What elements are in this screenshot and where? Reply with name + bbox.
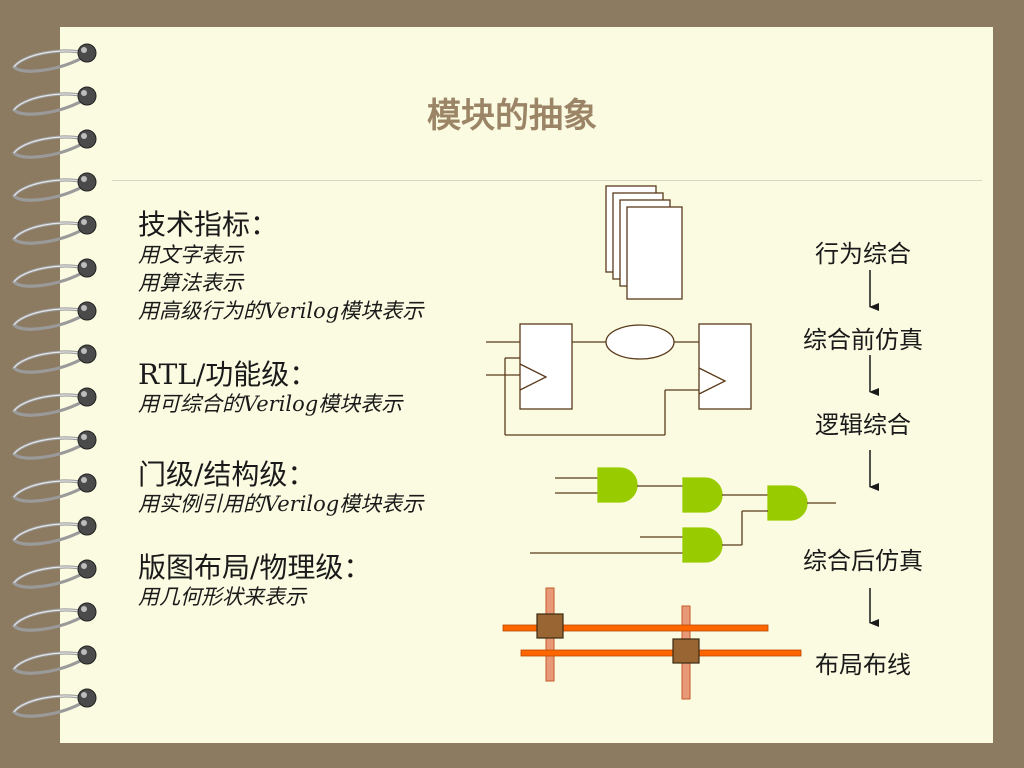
spiral-ring — [11, 559, 97, 589]
metal-line-1 — [502, 624, 769, 632]
flow-step-post-synthesis-sim: 综合后仿真 — [803, 547, 923, 575]
spiral-ring — [11, 430, 97, 460]
title-divider — [112, 180, 982, 181]
via-contact-1 — [536, 613, 564, 639]
spiral-ring — [11, 215, 97, 245]
and-gate-2 — [682, 477, 723, 513]
and-gate-1 — [597, 467, 638, 503]
section-spec-heading: 技术指标： — [138, 208, 279, 241]
section-spec-line-3: 用高级行为的Verilog模块表示 — [138, 299, 424, 323]
combinational-logic-block — [605, 324, 675, 360]
spiral-ring — [11, 387, 97, 417]
spiral-ring — [11, 602, 97, 632]
page-title: 模块的抽象 — [427, 96, 597, 136]
and-gate-4 — [682, 527, 723, 563]
section-spec-line-1: 用文字表示 — [138, 243, 243, 267]
flow-step-place-and-route: 布局布线 — [815, 651, 911, 679]
via-contact-2 — [672, 638, 700, 664]
section-layout-line-1: 用几何形状来表示 — [138, 585, 306, 609]
spiral-ring — [11, 258, 97, 288]
spiral-ring — [11, 516, 97, 546]
and-gate-3 — [767, 485, 808, 521]
metal-line-2 — [520, 649, 802, 657]
section-spec-line-2: 用算法表示 — [138, 271, 243, 295]
flow-step-behavioral-synthesis: 行为综合 — [815, 240, 911, 268]
section-gate-heading: 门级/结构级： — [138, 458, 316, 491]
register-left — [519, 323, 573, 410]
physical-layout-diagram — [502, 587, 802, 700]
spiral-ring — [11, 344, 97, 374]
spiral-ring — [11, 473, 97, 503]
document-stack-icon — [605, 185, 683, 300]
section-rtl-heading: RTL/功能级： — [138, 358, 318, 391]
spiral-ring — [11, 301, 97, 331]
spiral-ring — [11, 688, 97, 718]
rtl-register-diagram — [486, 323, 752, 436]
section-gate-line-1: 用实例引用的Verilog模块表示 — [138, 492, 424, 516]
gate-level-diagram — [530, 467, 836, 563]
section-layout-heading: 版图布局/物理级： — [138, 551, 372, 584]
spiral-ring — [11, 86, 97, 116]
register-right — [698, 323, 752, 410]
flow-step-pre-synthesis-sim: 综合前仿真 — [803, 326, 923, 354]
spiral-ring — [11, 172, 97, 202]
spiral-ring — [11, 645, 97, 675]
section-rtl-line-1: 用可综合的Verilog模块表示 — [138, 392, 403, 416]
spiral-ring — [11, 129, 97, 159]
spiral-binding — [11, 43, 97, 718]
spiral-ring — [11, 43, 97, 73]
flow-step-logic-synthesis: 逻辑综合 — [815, 411, 911, 439]
